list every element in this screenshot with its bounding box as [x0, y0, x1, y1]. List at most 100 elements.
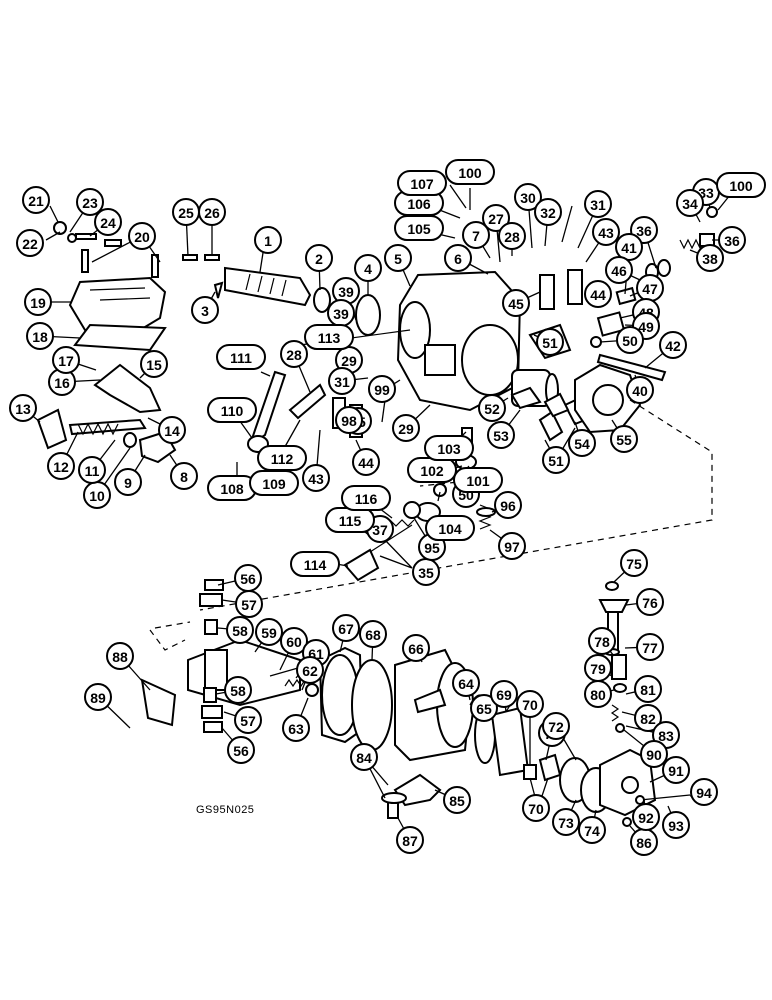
callout-42: 42 — [659, 331, 687, 359]
callout-number: 69 — [496, 687, 512, 703]
callout-91: 91 — [662, 756, 690, 784]
callout-36: 36 — [718, 226, 746, 254]
callout-number: 92 — [638, 810, 654, 826]
callout-bubble — [534, 198, 562, 226]
callout-15: 15 — [140, 350, 168, 378]
callout-25: 25 — [172, 198, 200, 226]
callout-64: 64 — [452, 669, 480, 697]
callout-bubble — [636, 633, 664, 661]
callout-bubble — [498, 222, 526, 250]
callout-number: 112 — [271, 451, 294, 467]
callout-72: 72 — [542, 712, 570, 740]
callout-67: 67 — [332, 614, 360, 642]
callout-76: 76 — [636, 588, 664, 616]
callout-43: 43 — [302, 464, 330, 492]
callout-116: 116 — [341, 485, 391, 511]
callout-number: 19 — [30, 295, 46, 311]
callout-number: 100 — [458, 165, 482, 181]
callout-9: 9 — [114, 468, 142, 496]
callout-bubble — [359, 620, 387, 648]
callout-number: 78 — [594, 634, 610, 650]
callout-number: 36 — [636, 223, 652, 239]
callout-bubble — [462, 221, 490, 249]
callout-bubble — [696, 244, 724, 272]
callout-number: 87 — [402, 833, 418, 849]
callout-70: 70 — [516, 690, 544, 718]
callout-number: 102 — [420, 463, 444, 479]
callout-bubble — [522, 794, 550, 822]
callout-number: 113 — [318, 330, 341, 346]
callout-100: 100 — [445, 159, 495, 185]
callout-bubble — [443, 786, 471, 814]
callout-96: 96 — [494, 491, 522, 519]
callout-26: 26 — [198, 198, 226, 226]
callout-number: 93 — [668, 818, 684, 834]
callout-92: 92 — [632, 803, 660, 831]
callout-4: 4 — [354, 254, 382, 282]
callout-bubble — [47, 452, 75, 480]
callout-55: 55 — [610, 425, 638, 453]
callout-114: 114 — [290, 551, 340, 577]
callout-bubble — [636, 588, 664, 616]
callout-number: 82 — [640, 711, 656, 727]
callout-104: 104 — [425, 515, 475, 541]
callout-bubble — [592, 218, 620, 246]
callout-bubble — [632, 803, 660, 831]
callout-101: 101 — [453, 467, 503, 493]
callout-62: 62 — [296, 656, 324, 684]
callout-number: 67 — [338, 621, 354, 637]
callout-number: 46 — [611, 263, 627, 279]
callout-bubble — [78, 456, 106, 484]
callout-51: 51 — [542, 446, 570, 474]
callout-24: 24 — [94, 208, 122, 236]
callout-5: 5 — [384, 244, 412, 272]
callout-number: 36 — [724, 233, 740, 249]
callout-bubble — [516, 690, 544, 718]
callout-number: 79 — [590, 661, 606, 677]
callout-bubble — [584, 280, 612, 308]
callout-number: 89 — [90, 690, 106, 706]
callout-65: 65 — [470, 694, 498, 722]
callout-80: 80 — [584, 680, 612, 708]
callout-45: 45 — [502, 289, 530, 317]
callout-number: 54 — [574, 436, 590, 452]
callout-number: 28 — [504, 229, 520, 245]
callout-number: 24 — [100, 215, 116, 231]
callout-number: 21 — [28, 193, 44, 209]
callout-number: 106 — [407, 196, 431, 212]
callout-number: 12 — [53, 459, 69, 475]
callout-29: 29 — [335, 346, 363, 374]
callout-bubble — [659, 331, 687, 359]
callout-84: 84 — [350, 743, 378, 771]
callout-number: 35 — [418, 565, 434, 581]
callout-bubble — [170, 462, 198, 490]
callout-number: 65 — [476, 701, 492, 717]
callout-number: 7 — [472, 228, 480, 244]
callout-number: 84 — [356, 750, 372, 766]
callout-70: 70 — [522, 794, 550, 822]
callout-bubble — [424, 435, 474, 461]
callout-53: 53 — [487, 421, 515, 449]
callout-99: 99 — [368, 375, 396, 403]
callout-number: 73 — [558, 815, 574, 831]
callout-number: 39 — [333, 306, 349, 322]
callout-bubble — [234, 706, 262, 734]
callout-number: 115 — [339, 513, 362, 529]
callout-28: 28 — [280, 340, 308, 368]
callout-bubble — [634, 704, 662, 732]
callout-27: 27 — [482, 204, 510, 232]
callout-bubble — [280, 627, 308, 655]
callout-number: 34 — [682, 196, 698, 212]
callout-bubble — [478, 394, 506, 422]
callout-number: 27 — [488, 211, 504, 227]
callout-105: 105 — [394, 215, 444, 241]
callout-number: 8 — [180, 469, 188, 485]
callout-75: 75 — [620, 549, 648, 577]
callout-number: 81 — [640, 682, 656, 698]
callout-number: 22 — [22, 236, 38, 252]
callout-bubble — [588, 627, 616, 655]
callout-bubble — [494, 491, 522, 519]
callout-bubble — [640, 740, 668, 768]
callout-number: 56 — [233, 743, 249, 759]
callout-bubble — [280, 340, 308, 368]
